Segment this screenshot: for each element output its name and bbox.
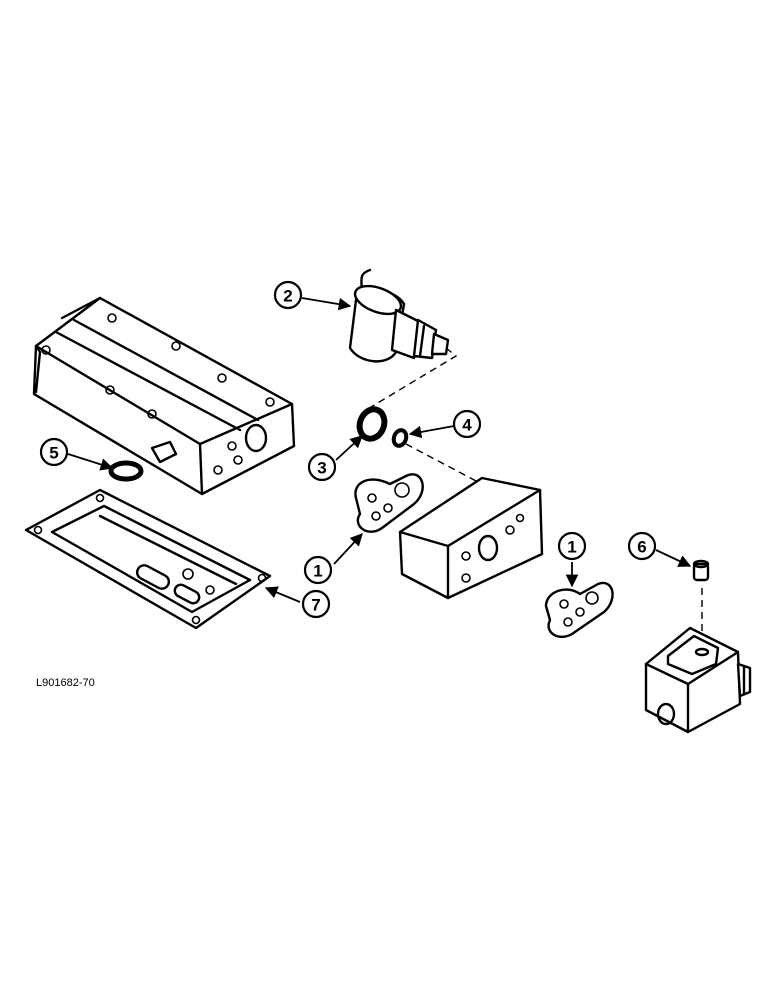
o-ring-seal bbox=[108, 460, 144, 482]
callout-2: 2 bbox=[273, 280, 303, 310]
leader-5 bbox=[67, 453, 114, 471]
callout-7: 7 bbox=[301, 589, 331, 619]
o-ring-small bbox=[391, 428, 409, 448]
svg-text:6: 6 bbox=[637, 538, 646, 557]
leader-3 bbox=[335, 435, 363, 461]
callout-5: 5 bbox=[39, 437, 69, 467]
valve-gasket-upper bbox=[354, 473, 424, 533]
housing-gasket bbox=[24, 488, 272, 630]
svg-text:3: 3 bbox=[317, 459, 326, 478]
callout-4: 4 bbox=[452, 409, 482, 439]
svg-text:4: 4 bbox=[462, 416, 472, 435]
svg-text:1: 1 bbox=[567, 538, 576, 557]
figure-code: L901682-70 bbox=[36, 677, 95, 689]
o-ring-large bbox=[356, 406, 388, 442]
leader-2 bbox=[301, 297, 352, 311]
callout-1a: 1 bbox=[303, 555, 333, 585]
solenoid-valve bbox=[348, 268, 450, 363]
valve-gasket-lower bbox=[544, 581, 614, 639]
leader-4 bbox=[408, 425, 455, 439]
svg-text:2: 2 bbox=[283, 287, 292, 306]
relief-valve-assembly bbox=[644, 626, 752, 734]
callout-3: 3 bbox=[307, 452, 337, 482]
callout-6: 6 bbox=[627, 531, 657, 561]
leader-6 bbox=[655, 549, 692, 567]
svg-text:7: 7 bbox=[311, 596, 320, 615]
leader-7 bbox=[264, 586, 301, 603]
svg-text:1: 1 bbox=[313, 562, 322, 581]
manifold-block bbox=[398, 476, 544, 600]
valve-body-housing bbox=[32, 296, 296, 496]
leader-1a bbox=[333, 533, 363, 565]
svg-text:5: 5 bbox=[49, 444, 58, 463]
callout-1b: 1 bbox=[557, 531, 587, 561]
plug bbox=[692, 559, 710, 582]
